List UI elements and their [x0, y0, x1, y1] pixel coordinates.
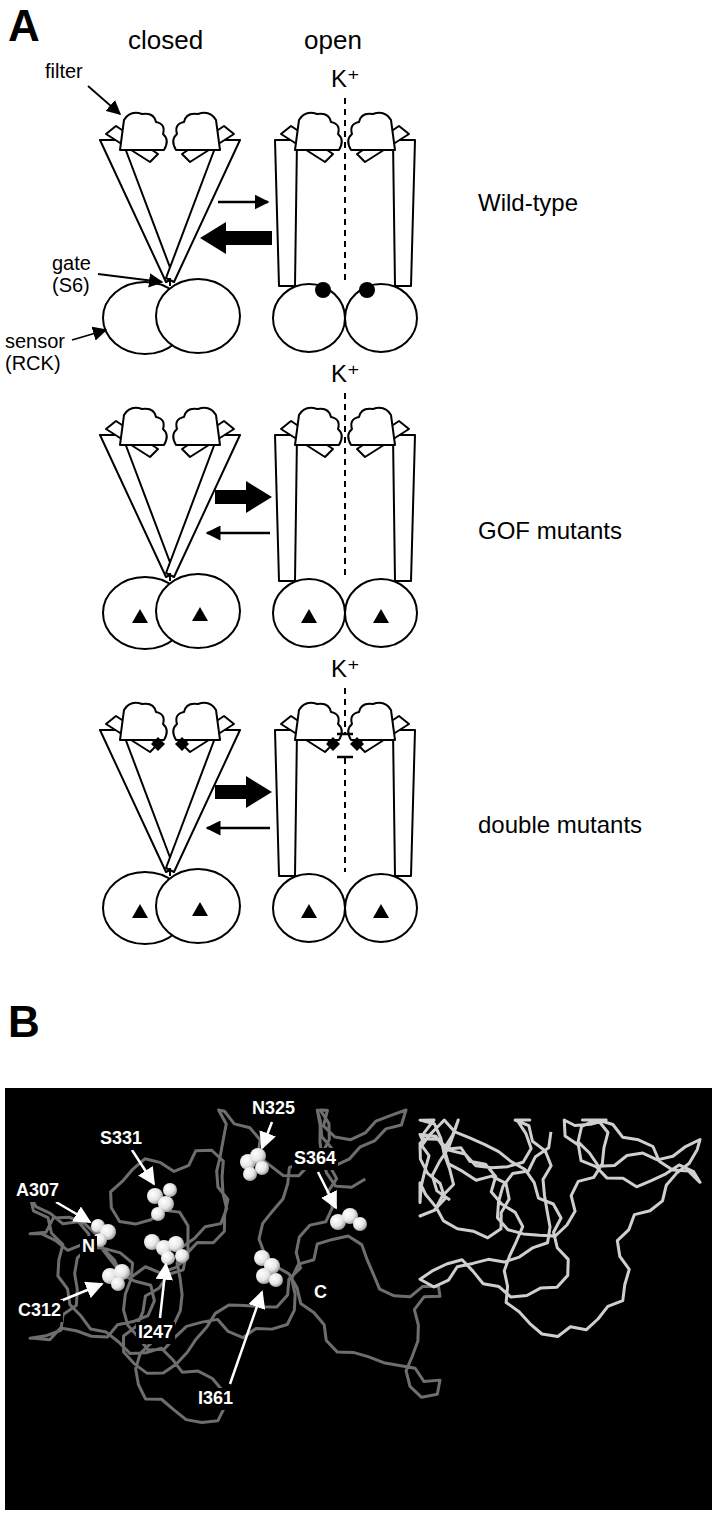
- wild-type-row: [72, 86, 417, 354]
- mutation-triangle: [132, 609, 148, 623]
- thick-arrow: [215, 481, 272, 513]
- part-name: sensor (RCK): [5, 330, 77, 374]
- row-name: GOF mutants: [478, 518, 622, 544]
- mutation-diamond: [175, 737, 189, 751]
- row-name: Wild-type: [478, 190, 578, 216]
- thin-arrow: [218, 201, 268, 204]
- residue-label: N325: [250, 1098, 297, 1120]
- leader-line: [72, 330, 106, 340]
- ion-path: [344, 98, 346, 282]
- leader-line: [98, 274, 162, 282]
- block-bar: [337, 733, 353, 736]
- ligand-dot: [315, 282, 331, 298]
- terminus-label: C: [312, 1282, 329, 1304]
- ion-label: K⁺: [331, 66, 360, 92]
- part-name: filter: [45, 60, 83, 82]
- leader-line: [88, 86, 120, 114]
- ion-path: [344, 758, 346, 872]
- mutation-triangle: [132, 904, 148, 918]
- residue-label: S331: [98, 1128, 144, 1150]
- mutation-triangle: [301, 609, 317, 623]
- backbone-trace: [420, 1120, 700, 1337]
- mutation-triangle: [373, 609, 389, 623]
- part-name: gate (S6): [52, 252, 102, 296]
- ion-path: [344, 688, 346, 733]
- double-mutant-row: [100, 688, 417, 944]
- row-name: double mutants: [478, 812, 642, 838]
- terminus-label: N: [80, 1236, 97, 1258]
- mutation-diamond: [326, 737, 340, 751]
- thick-arrow: [200, 222, 272, 254]
- mutation-triangle: [192, 902, 208, 916]
- residue-label: C312: [16, 1300, 63, 1322]
- ion-label: K⁺: [331, 361, 360, 387]
- mutation-triangle: [373, 904, 389, 918]
- residue-label: S364: [292, 1148, 338, 1170]
- protein-backbone: [30, 1110, 700, 1422]
- thick-arrow: [215, 776, 272, 808]
- thin-arrow: [207, 532, 270, 535]
- residue-label: I361: [196, 1388, 235, 1410]
- structure-panel: [5, 1088, 712, 1510]
- column-header: open: [304, 26, 362, 55]
- mutation-diamond: [151, 737, 165, 751]
- block-bar: [337, 756, 353, 759]
- gof-row: [100, 393, 417, 649]
- closed-channel: [100, 408, 240, 649]
- panel-letter: A: [8, 2, 40, 50]
- mutation-triangle: [192, 607, 208, 621]
- mutation-diamond: [350, 737, 364, 751]
- ion-label: K⁺: [331, 656, 360, 682]
- backbone-trace: [30, 1110, 440, 1422]
- thin-arrow: [207, 827, 270, 830]
- closed-channel: [100, 703, 240, 944]
- panel-letter: B: [8, 998, 40, 1046]
- mutation-triangle: [301, 904, 317, 918]
- ligand-dot: [359, 282, 375, 298]
- ion-path: [344, 393, 346, 577]
- residue-label: I247: [136, 1322, 175, 1344]
- open-channel: [273, 703, 417, 942]
- column-header: closed: [128, 26, 203, 55]
- residue-spheres: [91, 1148, 367, 1291]
- residue-label: A307: [14, 1180, 61, 1202]
